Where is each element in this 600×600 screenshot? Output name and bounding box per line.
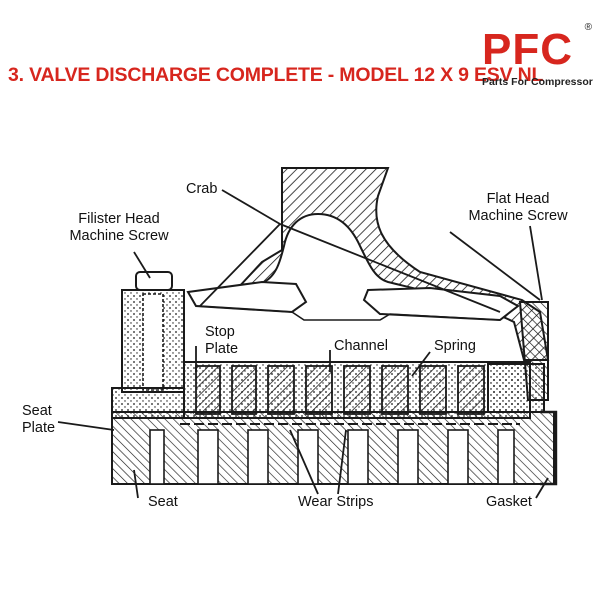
registered-mark: ® bbox=[584, 22, 592, 33]
right-stack-block bbox=[487, 363, 545, 413]
page-title: 3. VALVE DISCHARGE COMPLETE - MODEL 12 X… bbox=[8, 64, 544, 86]
filister-screw-shank bbox=[142, 293, 164, 391]
label-stop-line1: Stop bbox=[205, 324, 235, 340]
seat-ports bbox=[149, 429, 515, 485]
crab-body bbox=[232, 167, 550, 361]
seat-plate bbox=[111, 411, 555, 485]
label-seat-plate-line2: Plate bbox=[22, 420, 56, 436]
label-gasket: Gasket bbox=[486, 494, 532, 510]
label-seat-plate-line1: Seat bbox=[22, 403, 52, 419]
crab-foot-left bbox=[186, 280, 308, 314]
filister-screw-head bbox=[135, 271, 173, 291]
pfc-logo: PFC ® Parts For Compressor bbox=[476, 22, 594, 92]
label-seat-plate: Seat Plate bbox=[22, 403, 55, 437]
label-filister-head-screw: Filister Head Machine Screw bbox=[66, 211, 172, 245]
label-flat-line2: Machine Screw bbox=[468, 208, 568, 224]
label-spring: Spring bbox=[434, 338, 476, 354]
label-flat-line1: Flat Head bbox=[486, 191, 550, 207]
label-channel: Channel bbox=[334, 338, 389, 354]
label-seat: Seat bbox=[148, 494, 178, 510]
logo-letters: PFC bbox=[482, 25, 573, 74]
leader-lines bbox=[57, 189, 549, 499]
label-filister-line2: Machine Screw bbox=[69, 228, 169, 244]
crab-slot bbox=[195, 305, 501, 321]
label-filister-line1: Filister Head bbox=[78, 211, 160, 227]
channel-blocks bbox=[195, 365, 485, 415]
label-stop-plate: Stop Plate bbox=[205, 324, 238, 358]
logo-tagline: Parts For Compressor bbox=[482, 76, 593, 88]
label-flat-head-screw: Flat Head Machine Screw bbox=[466, 191, 570, 225]
label-wear-strips: Wear Strips bbox=[298, 494, 374, 510]
seat-plate-left-block bbox=[111, 387, 185, 419]
gasket bbox=[540, 410, 558, 486]
label-crab: Crab bbox=[186, 181, 218, 197]
label-stop-line2: Plate bbox=[205, 341, 239, 357]
